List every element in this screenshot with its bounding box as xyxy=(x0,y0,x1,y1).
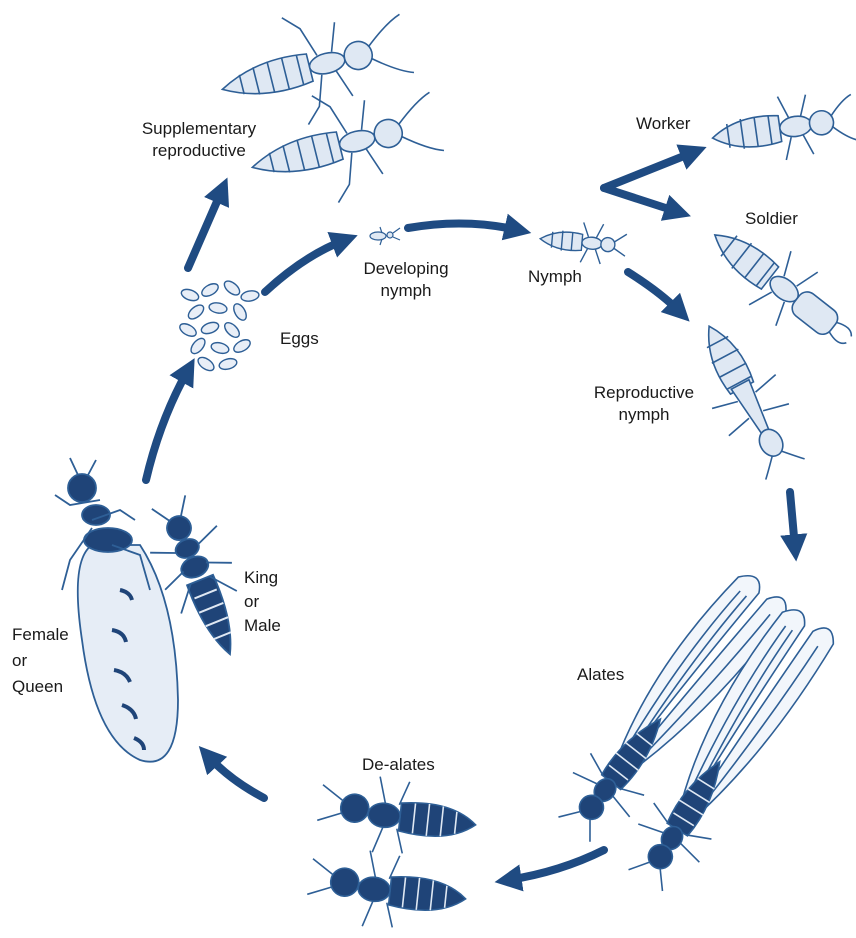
nymph-icon xyxy=(538,219,627,266)
queen-termite-icon xyxy=(55,458,178,762)
label-developing-line1: Developing xyxy=(358,258,454,280)
label-developing-nymph: Developing nymph xyxy=(358,258,454,302)
label-supplementary-reproductive: Supplementary reproductive xyxy=(124,118,274,162)
arrow-nymph-to-worker xyxy=(604,152,694,188)
eggs-icon xyxy=(178,278,260,373)
label-alates: Alates xyxy=(577,664,624,686)
dealate-termite-icon xyxy=(305,771,480,937)
label-king-line1: King xyxy=(244,566,281,590)
arrow-reproductive-to-alates xyxy=(790,492,795,548)
label-king-or-male: King or Male xyxy=(244,566,281,638)
supplementary-reproductive-icon xyxy=(209,0,450,221)
label-soldier: Soldier xyxy=(745,208,798,230)
label-female-line3: Queen xyxy=(12,674,69,700)
label-worker: Worker xyxy=(636,113,690,135)
label-nymph: Nymph xyxy=(528,266,582,288)
arrow-eggs-to-supplementary xyxy=(188,190,222,268)
label-king-line3: Male xyxy=(244,614,281,638)
alate-termite-icon xyxy=(546,563,840,900)
label-repro-nymph-line2: nymph xyxy=(582,404,706,426)
arrow-nymph-to-reproductive xyxy=(628,272,680,312)
arrow-dealates-to-queen xyxy=(208,756,264,798)
label-repro-nymph-line1: Reproductive xyxy=(582,382,706,404)
arrow-nymph-to-soldier xyxy=(604,188,678,212)
label-dealates: De-alates xyxy=(362,754,435,776)
developing-nymph-icon xyxy=(370,227,400,245)
label-eggs: Eggs xyxy=(280,328,319,350)
arrow-developing-to-nymph xyxy=(408,223,518,230)
label-supplementary-line1: Supplementary xyxy=(124,118,274,140)
arrow-eggs-to-developing xyxy=(265,240,345,292)
label-female-line1: Female xyxy=(12,622,69,648)
label-developing-line2: nymph xyxy=(358,280,454,302)
worker-termite-icon xyxy=(708,86,856,169)
label-reproductive-nymph: Reproductive nymph xyxy=(582,382,706,426)
label-female-line2: or xyxy=(12,648,69,674)
label-king-line2: or xyxy=(244,590,281,614)
label-female-or-queen: Female or Queen xyxy=(12,622,69,700)
arrow-alates-to-dealates xyxy=(508,850,604,880)
arrow-queen-to-eggs xyxy=(146,370,188,480)
label-supplementary-line2: reproductive xyxy=(124,140,274,162)
